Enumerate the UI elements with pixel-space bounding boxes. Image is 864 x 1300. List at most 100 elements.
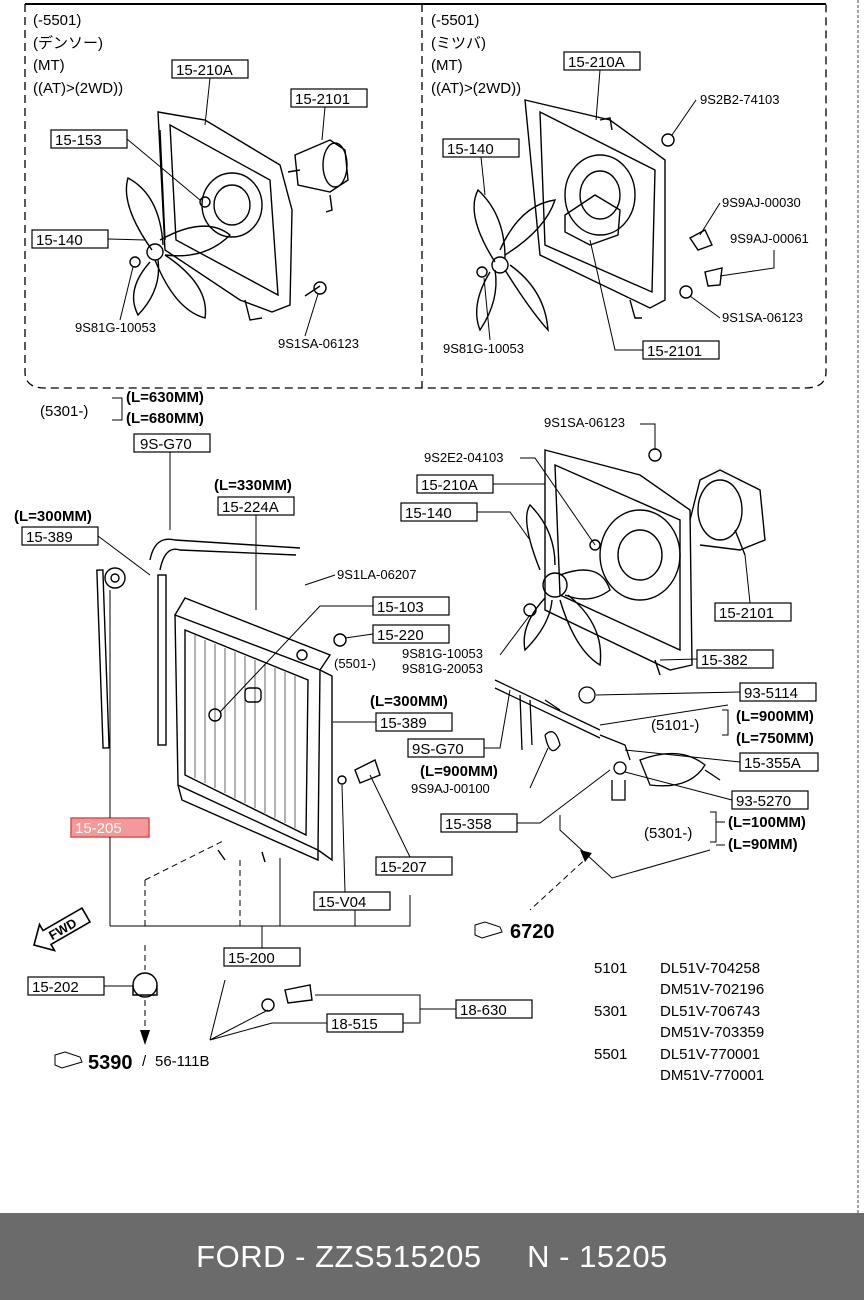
upper-right-inset: (-5501) (ミツバ) (MT) ((AT)>(2WD)): [431, 12, 809, 360]
footer-gap: [482, 1239, 528, 1274]
fan-part-15-2101[interactable]: 15-2101: [719, 605, 774, 622]
ur-part-15-140[interactable]: 15-140: [447, 141, 494, 158]
part-15-389-right[interactable]: 15-389: [380, 715, 427, 732]
part-15-207[interactable]: 15-207: [380, 859, 427, 876]
part-15-V04[interactable]: 15-V04: [318, 894, 366, 911]
serial-5501-value-1: DL51V-770001: [660, 1046, 760, 1063]
ul-part-15-2101[interactable]: 15-2101: [295, 91, 350, 108]
ref-5501: (5501-): [334, 656, 376, 671]
radiator-drawing: [96, 538, 381, 1012]
ul-header-line-4: ((AT)>(2WD)): [33, 80, 123, 97]
ur-header-line-4: ((AT)>(2WD)): [431, 80, 521, 97]
ul-part-15-210A[interactable]: 15-210A: [176, 62, 233, 79]
len-100mm: (L=100MM): [728, 814, 806, 831]
footer-brand: FORD: [196, 1238, 286, 1274]
len-900mm: (L=900MM): [420, 763, 498, 780]
parts-diagram: (-5501) (デンソー) (MT) ((AT)>(2WD)): [14, 0, 859, 1213]
part-9S-G70-mid[interactable]: 9S-G70: [412, 741, 464, 758]
ul-part-9S81G-10053[interactable]: 9S81G-10053: [75, 320, 156, 335]
len-680mm: (L=680MM): [126, 410, 204, 427]
len-630mm: (L=630MM): [126, 389, 204, 406]
part-18-515[interactable]: 18-515: [331, 1016, 378, 1033]
len-300mm-left: (L=300MM): [14, 508, 92, 525]
ur-part-15-210A[interactable]: 15-210A: [568, 54, 625, 71]
part-9S9AJ-00100[interactable]: 9S9AJ-00100: [411, 781, 490, 796]
upper-left-inset: (-5501) (デンソー) (MT) ((AT)>(2WD)): [31, 12, 368, 351]
part-15-355A[interactable]: 15-355A: [744, 755, 801, 772]
part-15-200[interactable]: 15-200: [228, 950, 275, 967]
ref-6720[interactable]: 6720: [510, 921, 555, 943]
reservoir-hoses-drawing: [494, 679, 721, 801]
len-900mm-b: (L=900MM): [736, 708, 814, 725]
upper-right-header: (-5501) (ミツバ) (MT) ((AT)>(2WD)): [431, 12, 521, 97]
part-93-5114[interactable]: 93-5114: [744, 685, 798, 702]
ur-part-15-2101[interactable]: 15-2101: [647, 343, 702, 360]
serial-5101-value-2: DM51V-702196: [660, 981, 764, 998]
serial-5301-value-2: DM51V-703359: [660, 1024, 764, 1041]
part-9S81G-20053[interactable]: 9S81G-20053: [402, 661, 483, 676]
ul-part-15-153[interactable]: 15-153: [55, 132, 102, 149]
serial-5101-value-1: DL51V-704258: [660, 960, 760, 977]
part-9S-G70-top[interactable]: 9S-G70: [140, 436, 192, 453]
ul-part-9S1SA-06123[interactable]: 9S1SA-06123: [278, 336, 359, 351]
footer-sep-2: -: [550, 1238, 580, 1274]
len-330mm: (L=330MM): [214, 477, 292, 494]
ur-part-9S2B2-74103[interactable]: 9S2B2-74103: [700, 92, 780, 107]
ul-fan-shroud-drawing: [125, 111, 349, 321]
main-fan-assembly-drawing: [523, 448, 766, 676]
footer-part-number: ZZS515205: [315, 1238, 482, 1274]
part-18-630[interactable]: 18-630: [460, 1002, 507, 1019]
footer-sep-1: -: [286, 1238, 316, 1274]
len-750mm: (L=750MM): [736, 730, 814, 747]
upper-left-header: (-5501) (デンソー) (MT) ((AT)>(2WD)): [33, 12, 123, 97]
fwd-arrow-icon: FWD: [33, 906, 92, 952]
fan-part-9S2E2-04103[interactable]: 9S2E2-04103: [424, 450, 504, 465]
part-15-103[interactable]: 15-103: [377, 599, 424, 616]
len-300mm-right: (L=300MM): [370, 693, 448, 710]
ur-part-9S81G-10053[interactable]: 9S81G-10053: [443, 341, 524, 356]
fan-part-9S1SA-06123[interactable]: 9S1SA-06123: [544, 415, 625, 430]
part-15-389-left[interactable]: 15-389: [26, 529, 73, 546]
ul-header-line-1: (-5501): [33, 12, 81, 29]
ur-header-line-3: (MT): [431, 57, 463, 74]
serial-code-5301: 5301: [594, 1003, 627, 1020]
ul-part-15-140[interactable]: 15-140: [36, 232, 83, 249]
ur-header-line-1: (-5501): [431, 12, 479, 29]
ref-5101: (5101-): [651, 717, 699, 734]
serial-5501-value-2: DM51V-770001: [660, 1067, 764, 1084]
serial-5301-value-1: DL51V-706743: [660, 1003, 760, 1020]
footer-prefix: N: [527, 1238, 551, 1274]
part-number-footer: FORD - ZZS515205 N - 15205: [0, 1213, 864, 1300]
ref-5301-bottom: (5301-): [644, 825, 692, 842]
ul-header-line-3: (MT): [33, 57, 65, 74]
part-9S81G-10053[interactable]: 9S81G-10053: [402, 646, 483, 661]
footer-text: FORD - ZZS515205 N - 15205: [196, 1239, 668, 1275]
upper-inset-box: [24, 4, 827, 389]
ul-header-line-2: (デンソー): [33, 34, 103, 52]
main-diagram: (5301-) (L=630MM) (L=680MM) 9S-G70 (L=33…: [14, 389, 819, 1074]
ref-5390-slash: /: [142, 1053, 147, 1070]
serial-code-5501: 5501: [594, 1046, 627, 1063]
ur-fan-shroud-drawing: [473, 99, 723, 332]
ref-5390-sub[interactable]: 56-111B: [155, 1053, 210, 1070]
ur-part-9S9AJ-00030[interactable]: 9S9AJ-00030: [722, 195, 801, 210]
ur-part-9S9AJ-00061[interactable]: 9S9AJ-00061: [730, 231, 809, 246]
part-15-382[interactable]: 15-382: [701, 652, 748, 669]
part-93-5270[interactable]: 93-5270: [736, 793, 791, 810]
serial-number-table: 5101 DL51V-704258 DM51V-702196 5301 DL51…: [594, 960, 764, 1084]
footer-ref: 15205: [579, 1238, 668, 1274]
len-90mm: (L=90MM): [728, 836, 798, 853]
part-15-220[interactable]: 15-220: [377, 627, 424, 644]
fan-part-15-210A[interactable]: 15-210A: [421, 477, 478, 494]
ur-header-line-2: (ミツバ): [431, 35, 486, 52]
ref-5301-top: (5301-): [40, 403, 88, 420]
part-9S1LA-06207[interactable]: 9S1LA-06207: [337, 567, 417, 582]
ur-part-9S1SA-06123[interactable]: 9S1SA-06123: [722, 310, 803, 325]
part-15-224A[interactable]: 15-224A: [222, 499, 279, 516]
part-15-358[interactable]: 15-358: [445, 816, 492, 833]
part-15-205-highlighted[interactable]: 15-205: [75, 820, 122, 837]
part-15-202[interactable]: 15-202: [32, 979, 79, 996]
fan-part-15-140[interactable]: 15-140: [405, 505, 452, 522]
ref-5390[interactable]: 5390: [88, 1052, 133, 1074]
fwd-label: FWD: [46, 915, 79, 943]
